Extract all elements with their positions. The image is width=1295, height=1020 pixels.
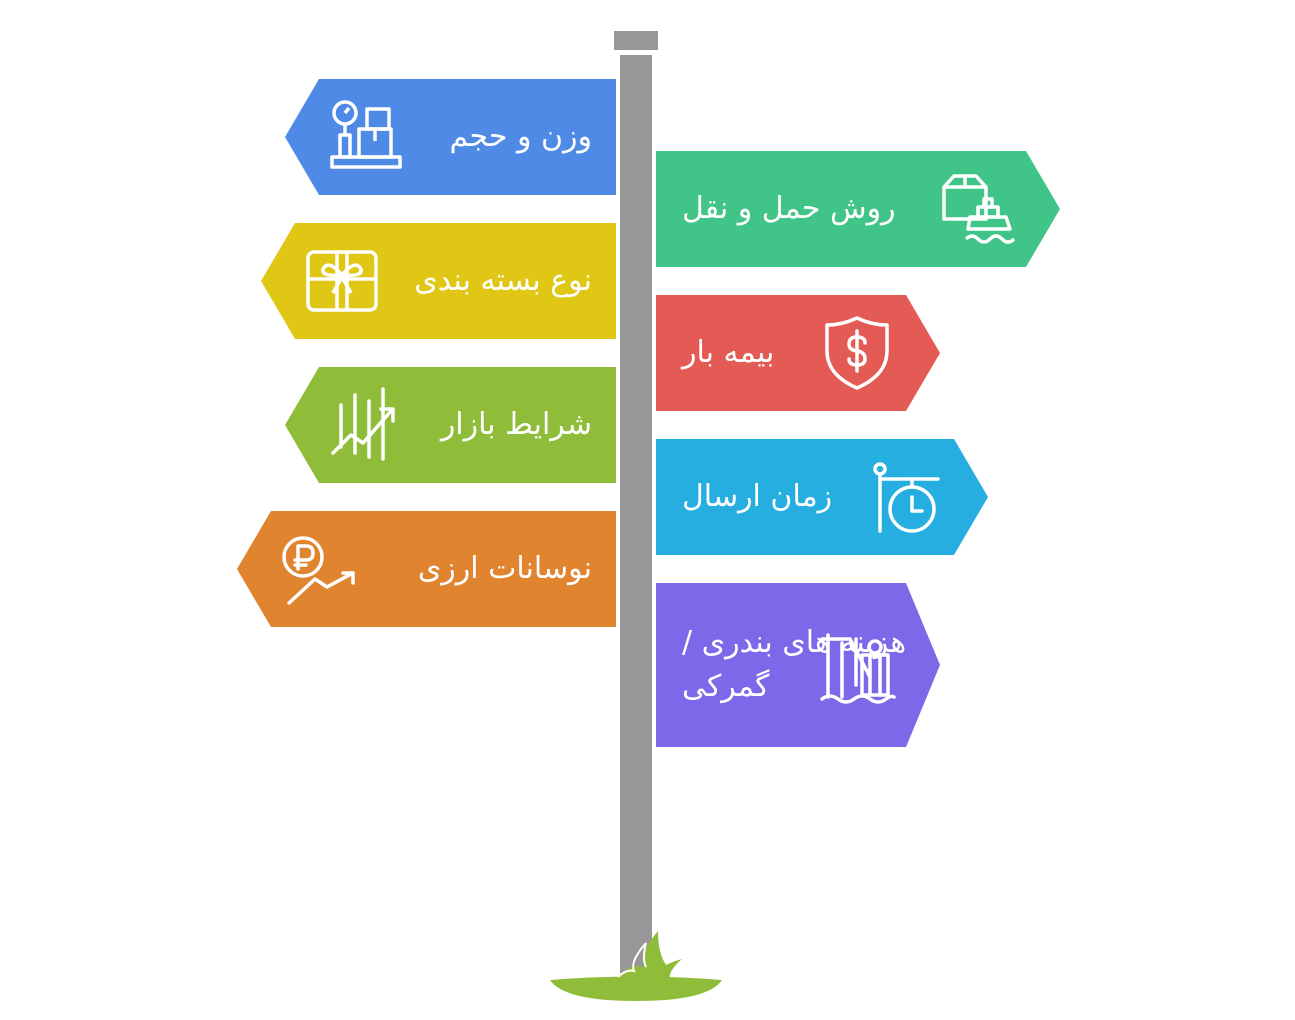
sign-cargo-insurance: بیمه بار [656, 295, 940, 411]
grass-icon [550, 931, 722, 1001]
ruble-trend-icon [282, 536, 355, 605]
sign-port-customs-costs: هزینه های بندری / گمرکی [656, 583, 940, 747]
gift-box-icon [306, 250, 378, 312]
sign-shape [237, 511, 616, 627]
sign-label: زمان ارسال [682, 479, 833, 514]
sign-shape [656, 151, 1060, 267]
sign-weight-volume: وزن و حجم [285, 79, 616, 195]
scale-boxes-icon [330, 100, 402, 169]
sign-transport-method: روش حمل و نقل [656, 151, 1060, 267]
sign-label: روش حمل و نقل [682, 191, 896, 226]
sign-label: نوع بسته بندی [414, 263, 592, 298]
sign-shipping-time: زمان ارسال [656, 439, 988, 555]
sign-label-line2: گمرکی [682, 669, 770, 704]
box-ship-icon [942, 174, 1016, 244]
sign-label-line1: هزینه های بندری / [682, 625, 907, 660]
sign-label: نوسانات ارزی [417, 551, 592, 586]
sign-label: وزن و حجم [449, 119, 592, 154]
sign-market-conditions: شرایط بازار [285, 367, 616, 483]
sign-shape [656, 439, 988, 555]
signpost-pole [620, 55, 652, 975]
clock-sign-icon [873, 462, 940, 533]
sign-packaging: نوع بسته بندی [261, 223, 616, 339]
signpost-cap [614, 31, 658, 50]
port-crane-icon [820, 633, 896, 704]
sign-label: بیمه بار [682, 335, 775, 370]
stock-chart-icon [331, 387, 395, 461]
sign-label: شرایط بازار [440, 407, 592, 442]
sign-shape [656, 583, 940, 747]
sign-currency-fluctuations: نوسانات ارزی [237, 511, 616, 627]
shield-dollar-icon [825, 316, 889, 390]
